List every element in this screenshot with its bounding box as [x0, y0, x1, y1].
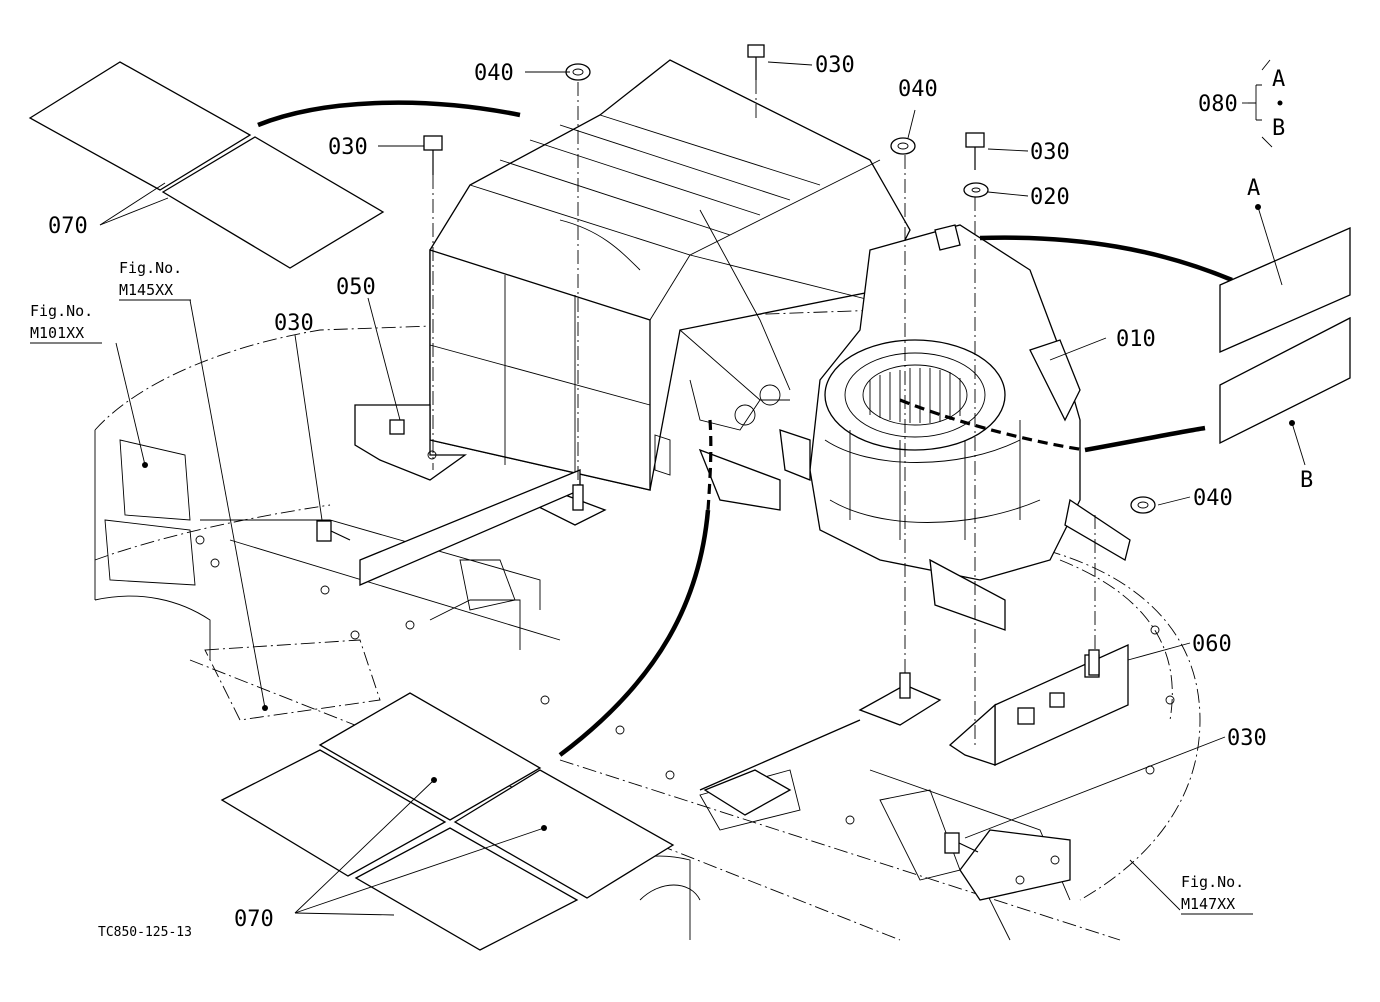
bracket-050 [354, 404, 468, 481]
seal-pads-070-top [28, 61, 385, 269]
label-plates-ab [1219, 204, 1351, 445]
label-030-left: 030 [328, 135, 368, 160]
label-050: 050 [336, 275, 376, 300]
fig-ref-m101-prefix: Fig.No. [30, 302, 93, 320]
blower-fan-blades [869, 368, 961, 423]
ref-dot-m145 [262, 705, 268, 711]
bolt-030-right [965, 132, 985, 170]
label-variant-b-bracket: B [1272, 116, 1285, 141]
fig-ref-m101-number: M101XX [30, 324, 84, 342]
washer-020 [963, 182, 989, 198]
fig-ref-m145-number: M145XX [119, 281, 173, 299]
assembly-lines [432, 80, 1096, 745]
label-040-right: 040 [1193, 486, 1233, 511]
variant-labels: A B A B [1247, 67, 1313, 493]
seal-pads-070-bottom [220, 692, 675, 951]
ref-dot-m101 [142, 462, 148, 468]
fig-ref-m147-number: M147XX [1181, 895, 1235, 913]
bolt-030-left [423, 135, 443, 175]
label-010: 010 [1116, 327, 1156, 352]
label-020: 020 [1030, 185, 1070, 210]
nut-040-right [1130, 496, 1156, 514]
base-plates [359, 469, 1071, 901]
label-030-top: 030 [815, 53, 855, 78]
nut-040-mid [890, 137, 916, 155]
label-variant-a-bracket: A [1272, 67, 1285, 92]
label-040-mid: 040 [898, 77, 938, 102]
drawing-code: TC850-125-13 [98, 925, 192, 940]
leader-lines [99, 59, 1306, 916]
label-030-side: 030 [274, 311, 314, 336]
variant-separator-dot [1277, 100, 1283, 106]
part-number-labels: 040 030 030 040 030 020 010 040 060 030 … [48, 53, 1267, 932]
fasteners [316, 44, 1156, 854]
label-070-top: 070 [48, 214, 88, 239]
label-040-top: 040 [474, 61, 514, 86]
fig-ref-m147-prefix: Fig.No. [1181, 873, 1244, 891]
bolt-030-side [316, 520, 351, 542]
label-030-right: 030 [1030, 140, 1070, 165]
figure-references: Fig.No. M101XX Fig.No. M145XX Fig.No. M1… [30, 259, 1253, 915]
fig-ref-m147: Fig.No. M147XX [1181, 873, 1253, 915]
wiring-harness-lines [257, 100, 1233, 757]
fig-ref-m101: Fig.No. M101XX [30, 302, 102, 344]
label-070-bottom: 070 [234, 907, 274, 932]
bolt-030-lower [944, 832, 979, 854]
label-variant-b-plate: B [1300, 468, 1313, 493]
bracket-060 [948, 643, 1129, 767]
fig-ref-m145-prefix: Fig.No. [119, 259, 182, 277]
bolt-030-top [747, 44, 765, 80]
label-060: 060 [1192, 632, 1232, 657]
fig-ref-m145: Fig.No. M145XX [119, 259, 191, 301]
label-080: 080 [1198, 92, 1238, 117]
label-variant-a-plate: A [1247, 176, 1260, 201]
label-030-lower: 030 [1227, 726, 1267, 751]
